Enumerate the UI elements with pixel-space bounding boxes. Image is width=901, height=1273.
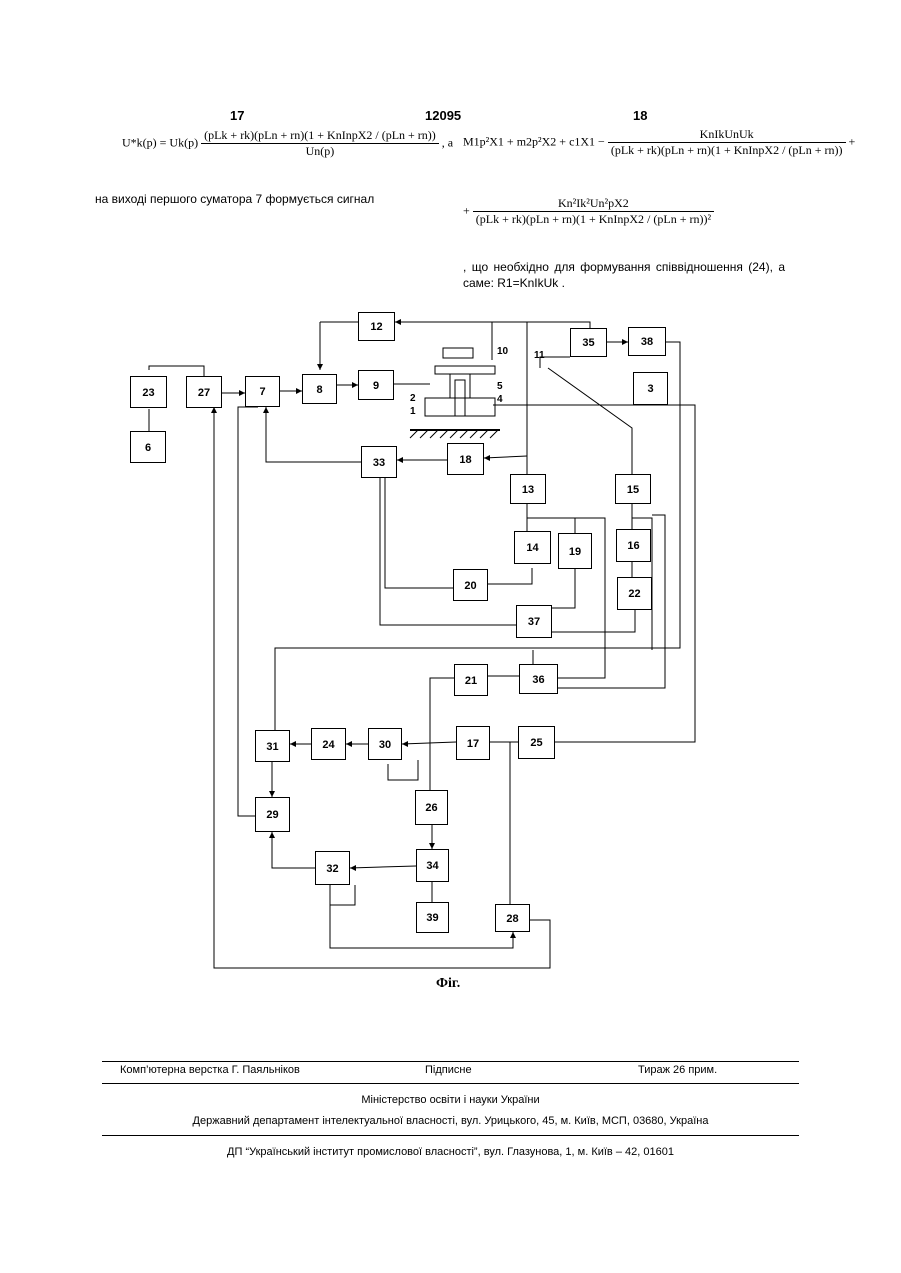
block-38: 38 (628, 327, 666, 356)
block-28: 28 (495, 904, 530, 932)
label-10: 10 (497, 346, 508, 357)
footer-layout: Комп’ютерна верстка Г. Паяльніков (120, 1064, 300, 1076)
block-26: 26 (415, 790, 448, 825)
block-30: 30 (368, 728, 402, 760)
block-3: 3 (633, 372, 668, 405)
block-19: 19 (558, 533, 592, 569)
block-7: 7 (245, 376, 280, 407)
footer-institute: ДП “Український інститут промислової вла… (0, 1146, 901, 1158)
label-5: 5 (497, 381, 503, 392)
block-36: 36 (519, 664, 558, 694)
block-22: 22 (617, 577, 652, 610)
block-18: 18 (447, 443, 484, 475)
block-20: 20 (453, 569, 488, 601)
footer-signed: Підписне (425, 1064, 472, 1076)
block-14: 14 (514, 531, 551, 564)
block-31: 31 (255, 730, 290, 762)
block-25: 25 (518, 726, 555, 759)
block-diagram-wires (0, 0, 901, 1000)
block-12: 12 (358, 312, 395, 341)
footer-department: Державний департамент інтелектуальної вл… (0, 1115, 901, 1127)
block-8: 8 (302, 374, 337, 404)
block-39: 39 (416, 902, 449, 933)
block-15: 15 (615, 474, 651, 504)
block-9: 9 (358, 370, 394, 400)
label-4: 4 (497, 394, 503, 405)
block-33: 33 (361, 446, 397, 478)
figure-caption: Фіг. (436, 976, 460, 992)
block-29: 29 (255, 797, 290, 832)
block-27: 27 (186, 376, 222, 408)
footer-rule-1 (102, 1061, 799, 1062)
label-11: 11 (534, 350, 545, 361)
block-23: 23 (130, 376, 167, 408)
footer-rule-2 (102, 1083, 799, 1084)
label-2: 2 (410, 393, 416, 404)
block-37: 37 (516, 605, 552, 638)
footer-rule-3 (102, 1135, 799, 1136)
footer-circulation: Тираж 26 прим. (638, 1064, 717, 1076)
label-1: 1 (410, 406, 416, 417)
block-17: 17 (456, 726, 490, 760)
block-24: 24 (311, 728, 346, 760)
block-21: 21 (454, 664, 488, 696)
block-13: 13 (510, 474, 546, 504)
block-16: 16 (616, 529, 651, 562)
block-6: 6 (130, 431, 166, 463)
block-35: 35 (570, 328, 607, 357)
block-34: 34 (416, 849, 449, 882)
block-32: 32 (315, 851, 350, 885)
footer-ministry: Міністерство освіти і науки України (0, 1094, 901, 1106)
